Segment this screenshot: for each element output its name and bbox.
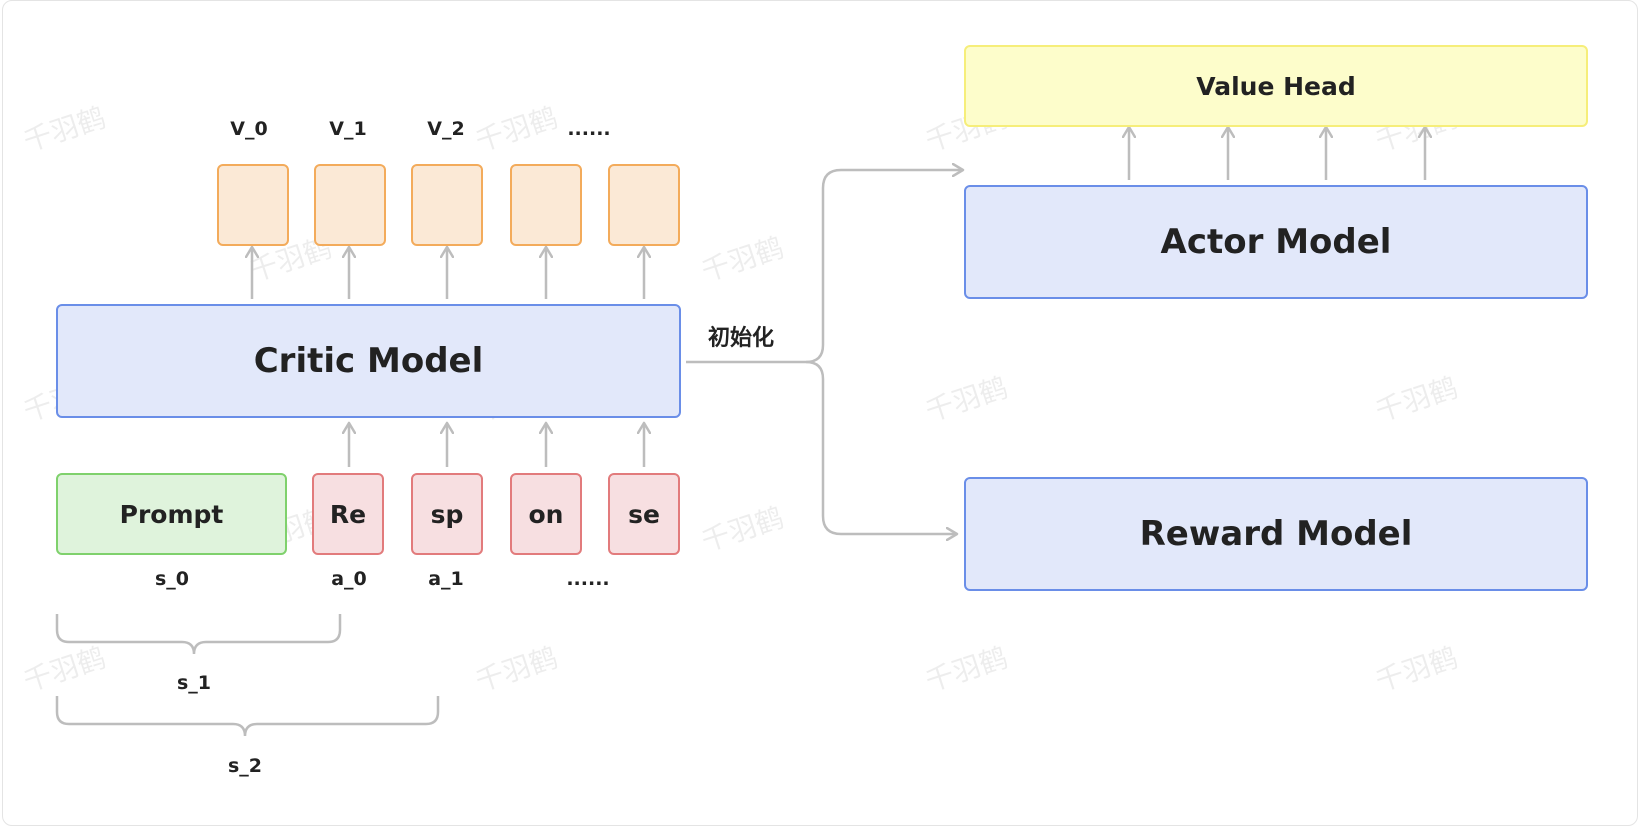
token-label: sp	[430, 499, 464, 529]
token-box: se	[608, 473, 680, 555]
brace-s2	[55, 696, 440, 737]
value-label-v0: V_0	[230, 118, 268, 140]
value-head-box: Value Head	[964, 45, 1588, 127]
token-label: on	[528, 499, 564, 529]
input-label-s0: s_0	[154, 568, 190, 590]
reward-model-box: Reward Model	[964, 477, 1588, 591]
brace-label-s2: s_2	[227, 755, 263, 777]
actor-model-box: Actor Model	[964, 185, 1588, 299]
prompt-box: Prompt	[56, 473, 287, 555]
token-box: on	[510, 473, 582, 555]
value-box	[608, 164, 680, 246]
brace-s1	[55, 614, 342, 655]
value-head-label: Value Head	[1196, 71, 1356, 101]
brace-label-s1: s_1	[176, 672, 212, 694]
critic-model-box: Critic Model	[56, 304, 681, 418]
token-box: Re	[312, 473, 384, 555]
value-label-v2: V_2	[427, 118, 465, 140]
value-label-ellipsis: ......	[567, 118, 611, 140]
value-box	[411, 164, 483, 246]
value-box	[510, 164, 582, 246]
input-label-a0: a_0	[331, 568, 367, 590]
init-label: 初始化	[708, 326, 775, 351]
token-box: sp	[411, 473, 483, 555]
value-box	[217, 164, 289, 246]
input-label-a1: a_1	[428, 568, 464, 590]
critic-model-label: Critic Model	[253, 341, 484, 381]
arrow-init-to-actor	[686, 170, 963, 364]
token-label: Re	[329, 499, 367, 529]
input-label-ellipsis: ......	[566, 568, 610, 590]
value-box	[314, 164, 386, 246]
token-label: se	[628, 499, 660, 529]
arrow-init-to-reward	[805, 360, 957, 534]
reward-model-label: Reward Model	[1139, 514, 1413, 554]
value-label-v1: V_1	[329, 118, 367, 140]
actor-model-label: Actor Model	[1160, 222, 1392, 262]
prompt-label: Prompt	[119, 499, 224, 529]
